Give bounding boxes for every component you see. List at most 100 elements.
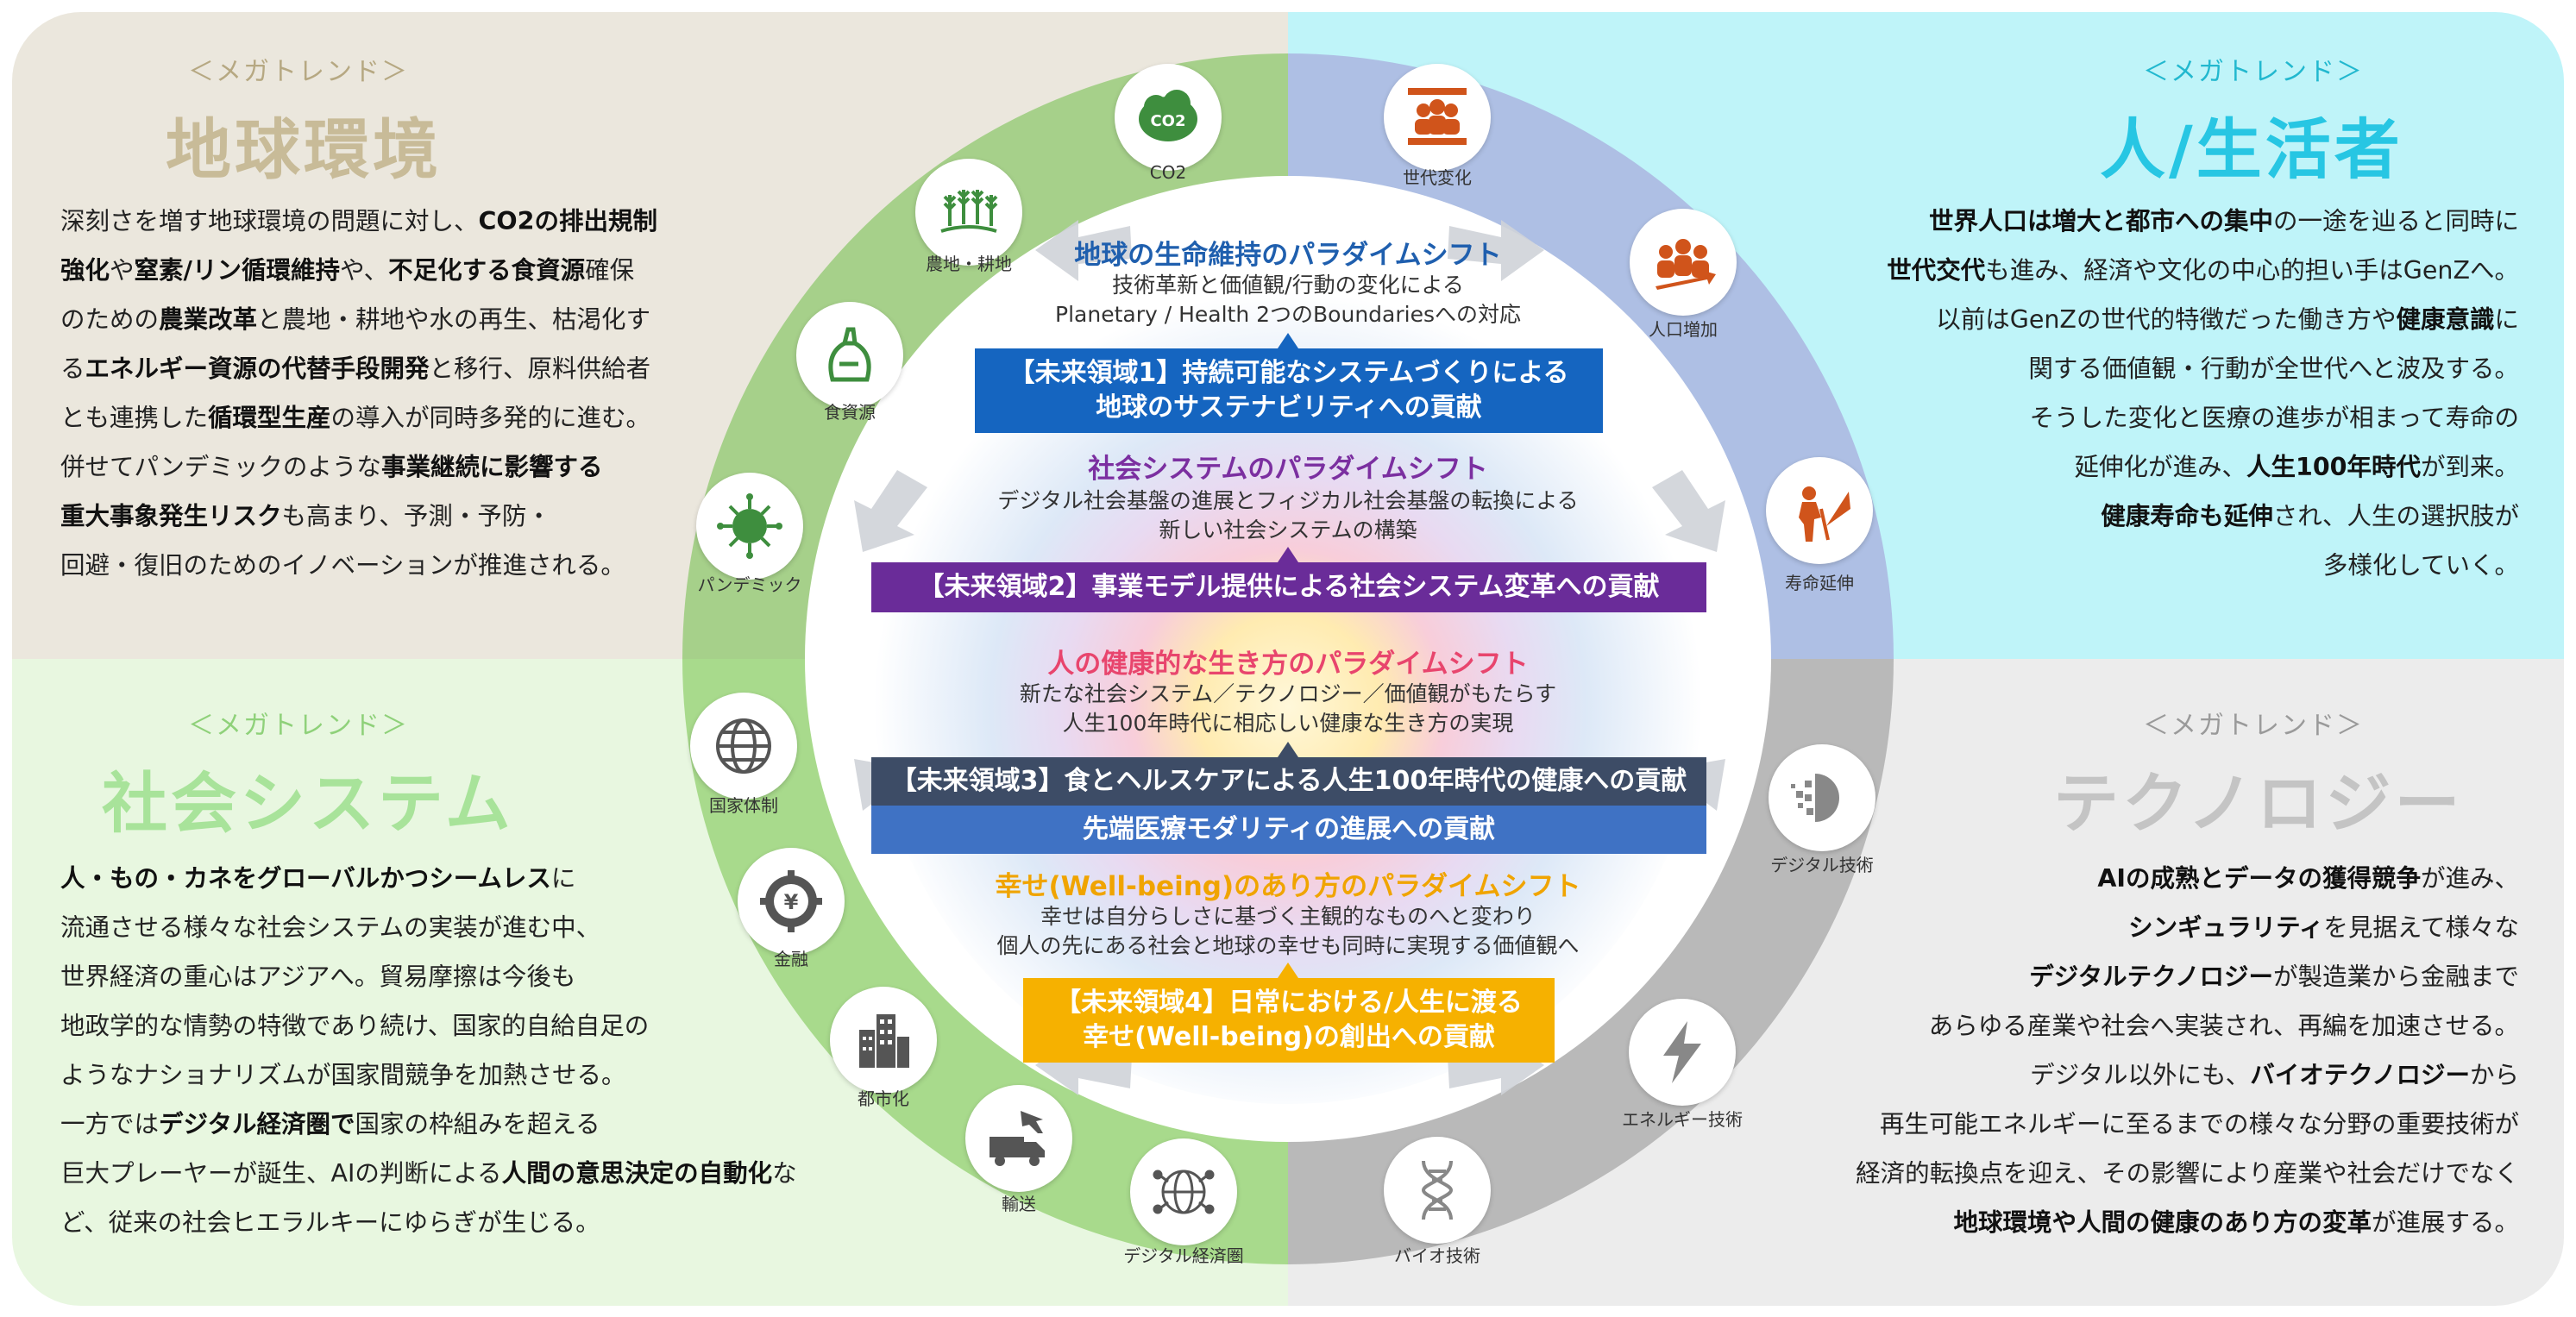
emphasis-text: 世界人口は増大と都市への集中: [1928, 207, 2273, 235]
future-area-1-line1: 【未来領域1】持続可能なシステムづくりによる: [1008, 358, 1569, 388]
body-text: デジタル以外にも、: [2030, 1061, 2251, 1089]
emphasis-text: シンギュラリティ: [2128, 913, 2324, 942]
emphasis-text: エネルギー資源の代替手段開発: [85, 354, 430, 383]
earth-body: 深刻さを増す地球環境の問題に対し、CO2の排出規制強化や窒素/リン循環維持や、不…: [60, 197, 657, 590]
tech-body-line: シンギュラリティを見据えて様々な: [1856, 903, 2519, 952]
shift2-arrow: [1278, 547, 1298, 562]
digital-economy-icon: [1130, 1138, 1237, 1245]
tech-title: テクノロジー: [2053, 765, 2464, 842]
farmland-label: 農地・耕地: [926, 254, 1012, 274]
emphasis-text: CO2の排出規制: [478, 207, 657, 235]
shift2-sub2: 新しい社会システムの構築: [1159, 517, 1417, 542]
generation-change-icon: [1384, 64, 1491, 171]
body-text: が製造業から金融まで: [2272, 963, 2519, 991]
body-text: ど、従来の社会ヒエラルキーにゆらぎが生じる。: [60, 1208, 600, 1237]
co2-label: CO2: [1149, 162, 1187, 183]
shift2-sub1: デジタル社会基盤の進展とフィジカル社会基盤の転換による: [997, 488, 1579, 513]
shift1-arrow: [1278, 333, 1298, 348]
social-body-line: 一方ではデジタル経済圏で国家の枠組みを超える: [60, 1100, 797, 1149]
bio-tech-icon: [1384, 1137, 1491, 1244]
shift4-arrow: [1278, 963, 1298, 978]
people-mega-label: ＜メガトレンド＞: [2143, 57, 2364, 87]
body-text: な: [772, 1159, 797, 1188]
body-text: が到来。: [2420, 453, 2519, 481]
shift3-sub2: 人生100年時代に相応しい健康な生き方の実現: [1062, 711, 1514, 736]
emphasis-text: 世代交代: [1887, 256, 1986, 285]
tech-mega-label: ＜メガトレンド＞: [2143, 711, 2364, 741]
energy-tech-label: エネルギー技術: [1622, 1109, 1743, 1130]
emphasis-text: 健康意識: [2396, 305, 2495, 334]
future-area-4-line2: 幸せ(Well-being)の創出への貢献: [1083, 1022, 1495, 1052]
body-text: ようなナショナリズムが国家間競争を加熱させる。: [60, 1061, 626, 1089]
earth-body-line: 重大事象発生リスクも高まり、予測・予防・: [60, 492, 657, 541]
emphasis-text: 強化: [60, 256, 110, 285]
people-body-line: 世代交代も進み、経済や文化の中心的担い手はGenZへ。: [1887, 246, 2519, 295]
body-text: あらゆる産業や社会へ実装され、再編を加速させる。: [1928, 1012, 2519, 1040]
longevity-icon: [1766, 457, 1873, 564]
social-body-line: 地政学的な情勢の特徴であり続け、国家的自給自足の: [60, 1001, 797, 1050]
social-body: 人・もの・カネをグローバルかつシームレスに流通させる様々な社会システムの実装が進…: [60, 854, 797, 1247]
tech-body-line: デジタル以外にも、バイオテクノロジーから: [1856, 1050, 2519, 1100]
people-body-line: 関する価値観・行動が全世代へと波及する。: [1887, 344, 2519, 393]
inner-glow: [874, 276, 1702, 1104]
body-text: 併せてパンデミックのような: [60, 453, 381, 481]
social-body-line: 巨大プレーヤーが誕生、AIの判断による人間の意思決定の自動化な: [60, 1149, 797, 1198]
pandemic-icon: [696, 473, 803, 580]
body-text: が進展する。: [2371, 1208, 2519, 1237]
advanced-medicine-banner: 先端医療モダリティの進展への貢献: [871, 806, 1706, 854]
body-text: 延伸化が進み、: [2074, 453, 2246, 481]
earth-body-line: 強化や窒素/リン循環維持や、不足化する食資源確保: [60, 246, 657, 295]
people-body-line: 多様化していく。: [1887, 541, 2519, 590]
body-text: も高まり、予測・予防・: [281, 502, 551, 530]
body-text: と移行、原料供給者: [429, 354, 651, 383]
people-body-line: 延伸化が進み、人生100年時代が到来。: [1887, 442, 2519, 492]
tech-body-line: 地球環境や人間の健康のあり方の変革が進展する。: [1856, 1198, 2519, 1247]
future-area-1-line2: 地球のサステナビリティへの貢献: [1096, 392, 1482, 423]
body-text: に: [550, 864, 576, 893]
body-text: を見据えて様々な: [2323, 913, 2519, 942]
body-text: に: [2494, 305, 2519, 334]
body-text: から: [2469, 1061, 2519, 1089]
national-system-icon: [690, 693, 797, 800]
future-area-2-banner: 【未来領域2】事業モデル提供による社会システム変革への貢献: [871, 562, 1706, 612]
body-text: 経済的転換点を迎え、その影響により産業や社会だけでなく: [1856, 1159, 2519, 1188]
body-text: のための: [60, 305, 160, 334]
earth-mega-label: ＜メガトレンド＞: [188, 57, 409, 87]
shift1-sub1: 技術革新と価値観/行動の変化による: [1112, 273, 1464, 298]
food-resource-icon: [796, 302, 903, 409]
finance-label: 金融: [774, 949, 808, 969]
people-title: 人/生活者: [2100, 111, 2403, 188]
body-text: 地政学的な情勢の特徴であり続け、国家的自給自足の: [60, 1012, 650, 1040]
people-body-line: 世界人口は増大と都市への集中の一途を辿ると同時に: [1887, 197, 2519, 246]
body-text: され、人生の選択肢が: [2272, 502, 2519, 530]
shift1-sub2: Planetary / Health 2つのBoundariesへの対応: [1055, 302, 1521, 327]
generation-change-label: 世代変化: [1403, 167, 1472, 188]
co2-icon: CO2: [1115, 64, 1222, 171]
earth-body-line: のための農業改革と農地・耕地や水の再生、枯渇化す: [60, 295, 657, 344]
tech-body-line: 再生可能エネルギーに至るまでの様々な分野の重要技術が: [1856, 1100, 2519, 1149]
svg-text:¥: ¥: [784, 890, 799, 914]
emphasis-text: バイオテクノロジー: [2250, 1061, 2470, 1089]
shift4-title: 幸せ(Well-being)のあり方のパラダイムシフト: [995, 871, 1581, 902]
future-area-1-banner: 【未来領域1】持続可能なシステムづくりによる 地球のサステナビリティへの貢献: [975, 348, 1603, 433]
body-text: 一方では: [60, 1110, 160, 1138]
social-body-line: 世界経済の重心はアジアへ。貿易摩擦は今後も: [60, 952, 797, 1001]
emphasis-text: 地球環境や人間の健康のあり方の変革: [1953, 1208, 2372, 1237]
svg-text:CO2: CO2: [1150, 112, 1185, 130]
earth-body-line: 深刻さを増す地球環境の問題に対し、CO2の排出規制: [60, 197, 657, 246]
body-text: 再生可能エネルギーに至るまでの様々な分野の重要技術が: [1879, 1110, 2519, 1138]
social-body-line: ど、従来の社会ヒエラルキーにゆらぎが生じる。: [60, 1198, 797, 1247]
social-body-line: ようなナショナリズムが国家間競争を加熱させる。: [60, 1050, 797, 1100]
shift2-title: 社会システムのパラダイムシフト: [1088, 454, 1488, 485]
body-text: 多様化していく。: [2322, 551, 2519, 580]
tech-body: AIの成熟とデータの獲得競争が進み、シンギュラリティを見据えて様々なデジタルテク…: [1856, 854, 2519, 1247]
social-body-line: 流通させる様々な社会システムの実装が進む中、: [60, 903, 797, 952]
emphasis-text: 健康寿命も延伸: [2101, 502, 2273, 530]
body-text: 国家の枠組みを超える: [355, 1110, 600, 1138]
earth-title: 地球環境: [166, 111, 442, 188]
tech-body-line: 経済的転換点を迎え、その影響により産業や社会だけでなく: [1856, 1149, 2519, 1198]
body-text: 世界経済の重心はアジアへ。貿易摩擦は今後も: [60, 963, 576, 991]
transport-icon: [965, 1085, 1072, 1192]
emphasis-text: 人生100年時代: [2246, 453, 2421, 481]
